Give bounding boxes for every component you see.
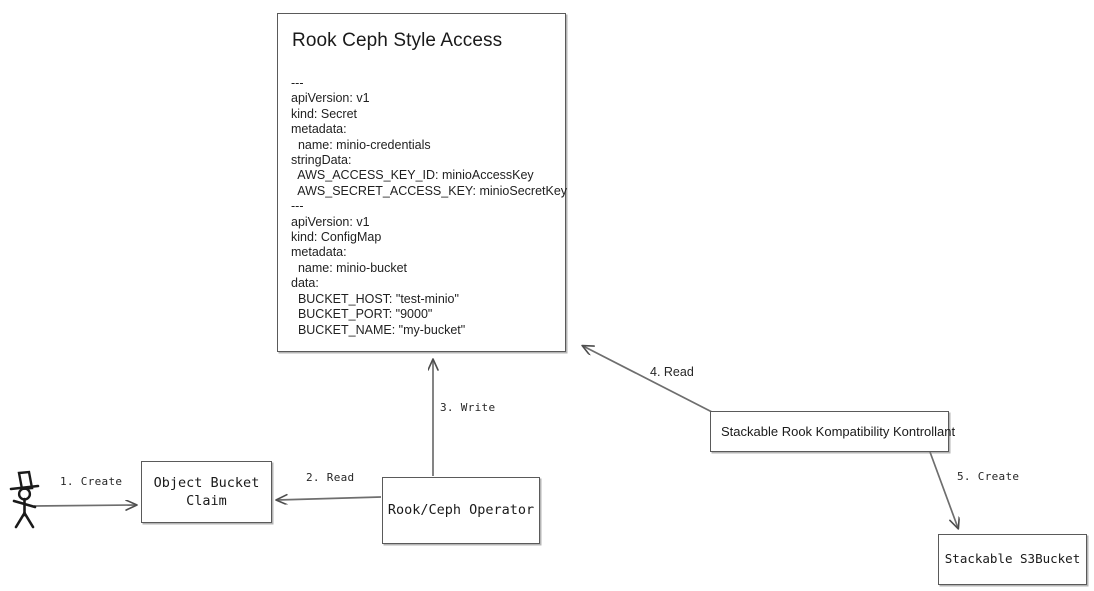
rook-ceph-style-access-card[interactable]: Rook Ceph Style Access --- apiVersion: v… (277, 13, 568, 352)
edge-label-1-create: 1. Create (60, 475, 123, 488)
edge-label-5-create: 5. Create (957, 470, 1020, 483)
node-rook-ceph-operator[interactable]: Rook/Ceph Operator (382, 477, 540, 544)
edge-label-2-read: 2. Read (306, 471, 355, 484)
edge-1-create (33, 505, 136, 506)
node-stackable-s3bucket[interactable]: Stackable S3Bucket (938, 534, 1087, 585)
node-stackable-rook-kompatibility-kontrollant[interactable]: Stackable Rook Kompatibility Kontrollant (710, 411, 955, 452)
edge-4-read (583, 346, 713, 413)
yaml-card-body: --- apiVersion: v1 kind: Secret metadata… (291, 76, 568, 337)
edge-5-create (929, 451, 958, 528)
yaml-card-title: Rook Ceph Style Access (292, 30, 503, 51)
edge-2-read (277, 497, 382, 500)
stick-figure-with-top-hat-icon (9, 470, 40, 529)
edge-label-3-write: 3. Write (440, 401, 496, 414)
node-object-bucket-claim[interactable]: Object Bucket Claim (141, 461, 272, 523)
edge-label-4-read: 4. Read (650, 365, 694, 379)
